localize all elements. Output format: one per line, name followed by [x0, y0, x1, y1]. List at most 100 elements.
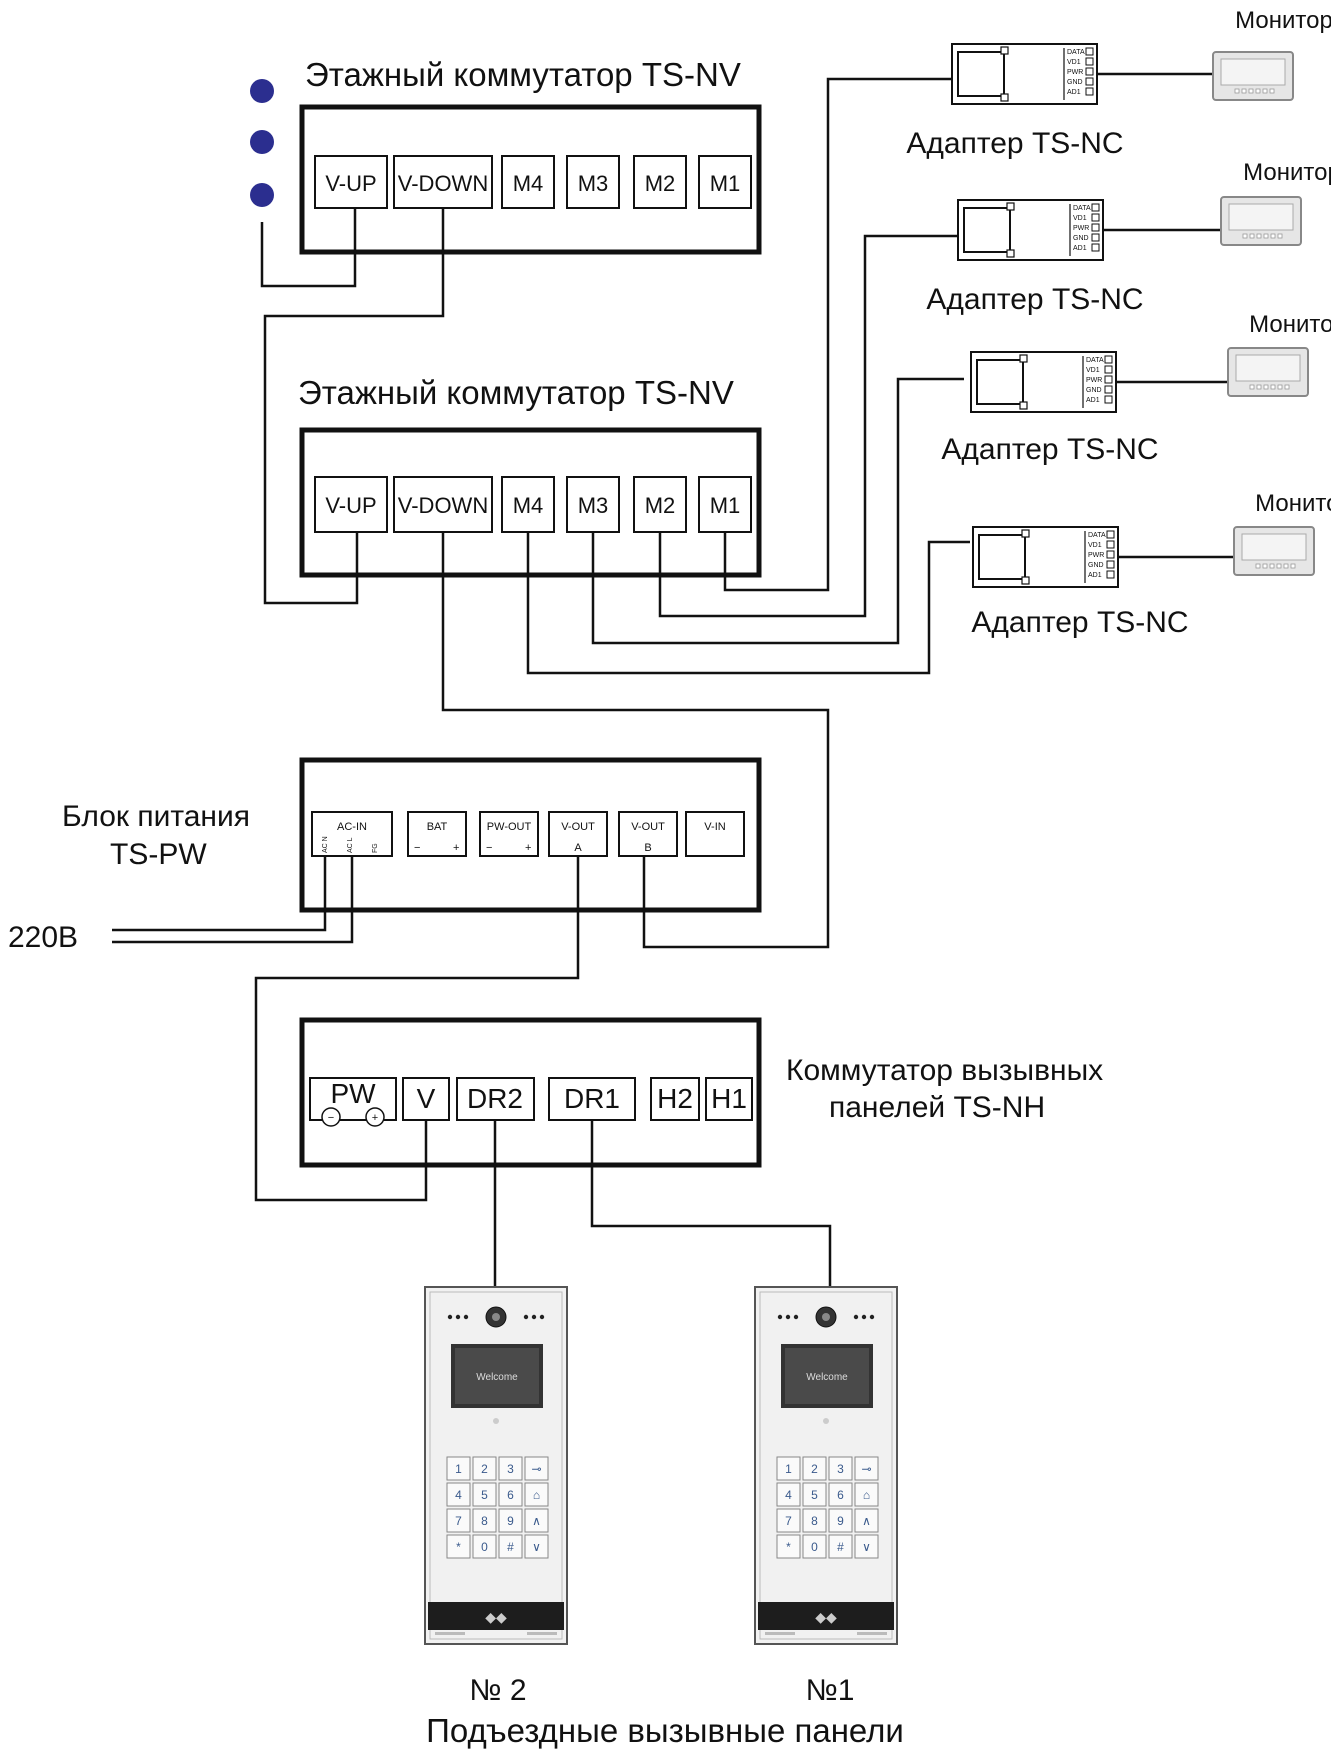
- port-label: PW: [330, 1078, 376, 1109]
- adapter-pin-label: AD1: [1073, 245, 1087, 252]
- port-sub-label: −: [486, 842, 492, 854]
- keypad-key: [524, 1456, 549, 1481]
- port-m2: [633, 155, 687, 209]
- port-label: M2: [645, 493, 676, 518]
- keypad-key: [446, 1456, 471, 1481]
- keypad-key: [776, 1456, 801, 1481]
- adapter-pin-label: PWR: [1088, 552, 1104, 559]
- monitor-label: Монитор: [1249, 311, 1331, 338]
- keypad-key-label: 0: [481, 1540, 488, 1554]
- keypad-key-label: 4: [785, 1488, 792, 1502]
- keypad-key: [498, 1456, 523, 1481]
- wire: [112, 856, 354, 944]
- port-bat: [407, 811, 467, 857]
- adapter-pin-label: DATA: [1067, 49, 1085, 56]
- port-label: V-UP: [325, 171, 376, 196]
- keypad-key: [472, 1482, 497, 1507]
- panel-switch: Коммутатор вызывных панелей TS-NH PW − +…: [299, 1017, 1103, 1168]
- keypad-key-label: ⌂: [863, 1488, 870, 1502]
- keypad-key: [828, 1508, 853, 1533]
- keypad-key: [802, 1482, 827, 1507]
- port-m4: [501, 476, 555, 533]
- adapter-label: Адаптер TS-NC: [971, 606, 1188, 639]
- power-supply: Блок питания TS-PW 220В AC-IN AC N AC L …: [8, 757, 762, 954]
- port-label: H1: [711, 1083, 747, 1114]
- wire: [112, 856, 327, 932]
- port-label: V-IN: [704, 821, 725, 833]
- keypad-key: [524, 1508, 549, 1533]
- adapter-pin-label: GND: [1073, 235, 1089, 242]
- port-h2: [650, 1077, 700, 1121]
- floor-switch-top: Этажный коммутатор TS-NV V-UP V-DOWN M4 …: [299, 56, 762, 255]
- keypad-key-label: ∧: [862, 1514, 871, 1528]
- adapter-pin-label: AD1: [1086, 397, 1100, 404]
- port-v-out-b: [618, 811, 678, 857]
- keypad-key: [472, 1456, 497, 1481]
- panel-switch-title-1: Коммутатор вызывных: [786, 1054, 1103, 1087]
- keypad-key-label: 2: [481, 1462, 488, 1476]
- adapter-pin-label: PWR: [1067, 69, 1083, 76]
- keypad-key-label: ⌂: [533, 1488, 540, 1502]
- port-label: AC-IN: [337, 821, 367, 833]
- keypad-key-label: 3: [837, 1462, 844, 1476]
- keypad-key: [828, 1482, 853, 1507]
- port-h1: [705, 1077, 753, 1121]
- rfid-icon: ◆◆: [485, 1609, 507, 1625]
- keypad-key-label: 9: [837, 1514, 844, 1528]
- dots-group: [250, 79, 274, 207]
- keypad-key: [524, 1482, 549, 1507]
- adapter-pin-label: PWR: [1073, 225, 1089, 232]
- adapter-pin-label: DATA: [1086, 357, 1104, 364]
- monitor-device: [1227, 347, 1309, 397]
- port-label: M2: [645, 171, 676, 196]
- keypad-key-label: 7: [455, 1514, 462, 1528]
- mains-label: 220В: [8, 921, 78, 954]
- keypad-key: [828, 1456, 853, 1481]
- port-v-in: [685, 811, 745, 857]
- keypad-key-label: 1: [785, 1462, 792, 1476]
- port-pw-out: [479, 811, 539, 857]
- keypad-key-label: #: [837, 1540, 844, 1554]
- wire: [591, 377, 964, 645]
- adapter-pin-label: GND: [1088, 562, 1104, 569]
- port-label: M4: [513, 493, 544, 518]
- port-label: PW-OUT: [487, 821, 532, 833]
- keypad-key: [498, 1534, 523, 1559]
- wire: [254, 856, 580, 1202]
- monitor-device: [1212, 51, 1294, 101]
- port-label: V-DOWN: [398, 171, 488, 196]
- camera-icon: [815, 1306, 837, 1328]
- port-sub-label: B: [644, 842, 651, 854]
- port-label: V-DOWN: [398, 493, 488, 518]
- floor-switch-bottom: Этажный коммутатор TS-NV V-UP V-DOWN M4 …: [298, 374, 762, 578]
- keypad-key-label: 7: [785, 1514, 792, 1528]
- power-supply-label-1: Блок питания: [62, 800, 250, 833]
- keypad-key: [854, 1534, 879, 1559]
- port-m4: [501, 155, 555, 209]
- keypad-key: [776, 1482, 801, 1507]
- keypad-key: [802, 1534, 827, 1559]
- keypad-key: [446, 1534, 471, 1559]
- port-v-down: [393, 476, 493, 533]
- keypad-key-label: 4: [455, 1488, 462, 1502]
- port-v-up: [314, 476, 388, 533]
- wire: [723, 77, 952, 592]
- port-m1: [698, 476, 752, 533]
- port-label: M3: [578, 171, 609, 196]
- monitor-device: [1233, 526, 1315, 576]
- port-label: M1: [710, 493, 741, 518]
- power-supply-label-2: TS-PW: [110, 838, 207, 871]
- wire: [526, 532, 970, 675]
- adapter-label: Адаптер TS-NC: [926, 283, 1143, 316]
- keypad-key-label: ⊸: [861, 1462, 871, 1476]
